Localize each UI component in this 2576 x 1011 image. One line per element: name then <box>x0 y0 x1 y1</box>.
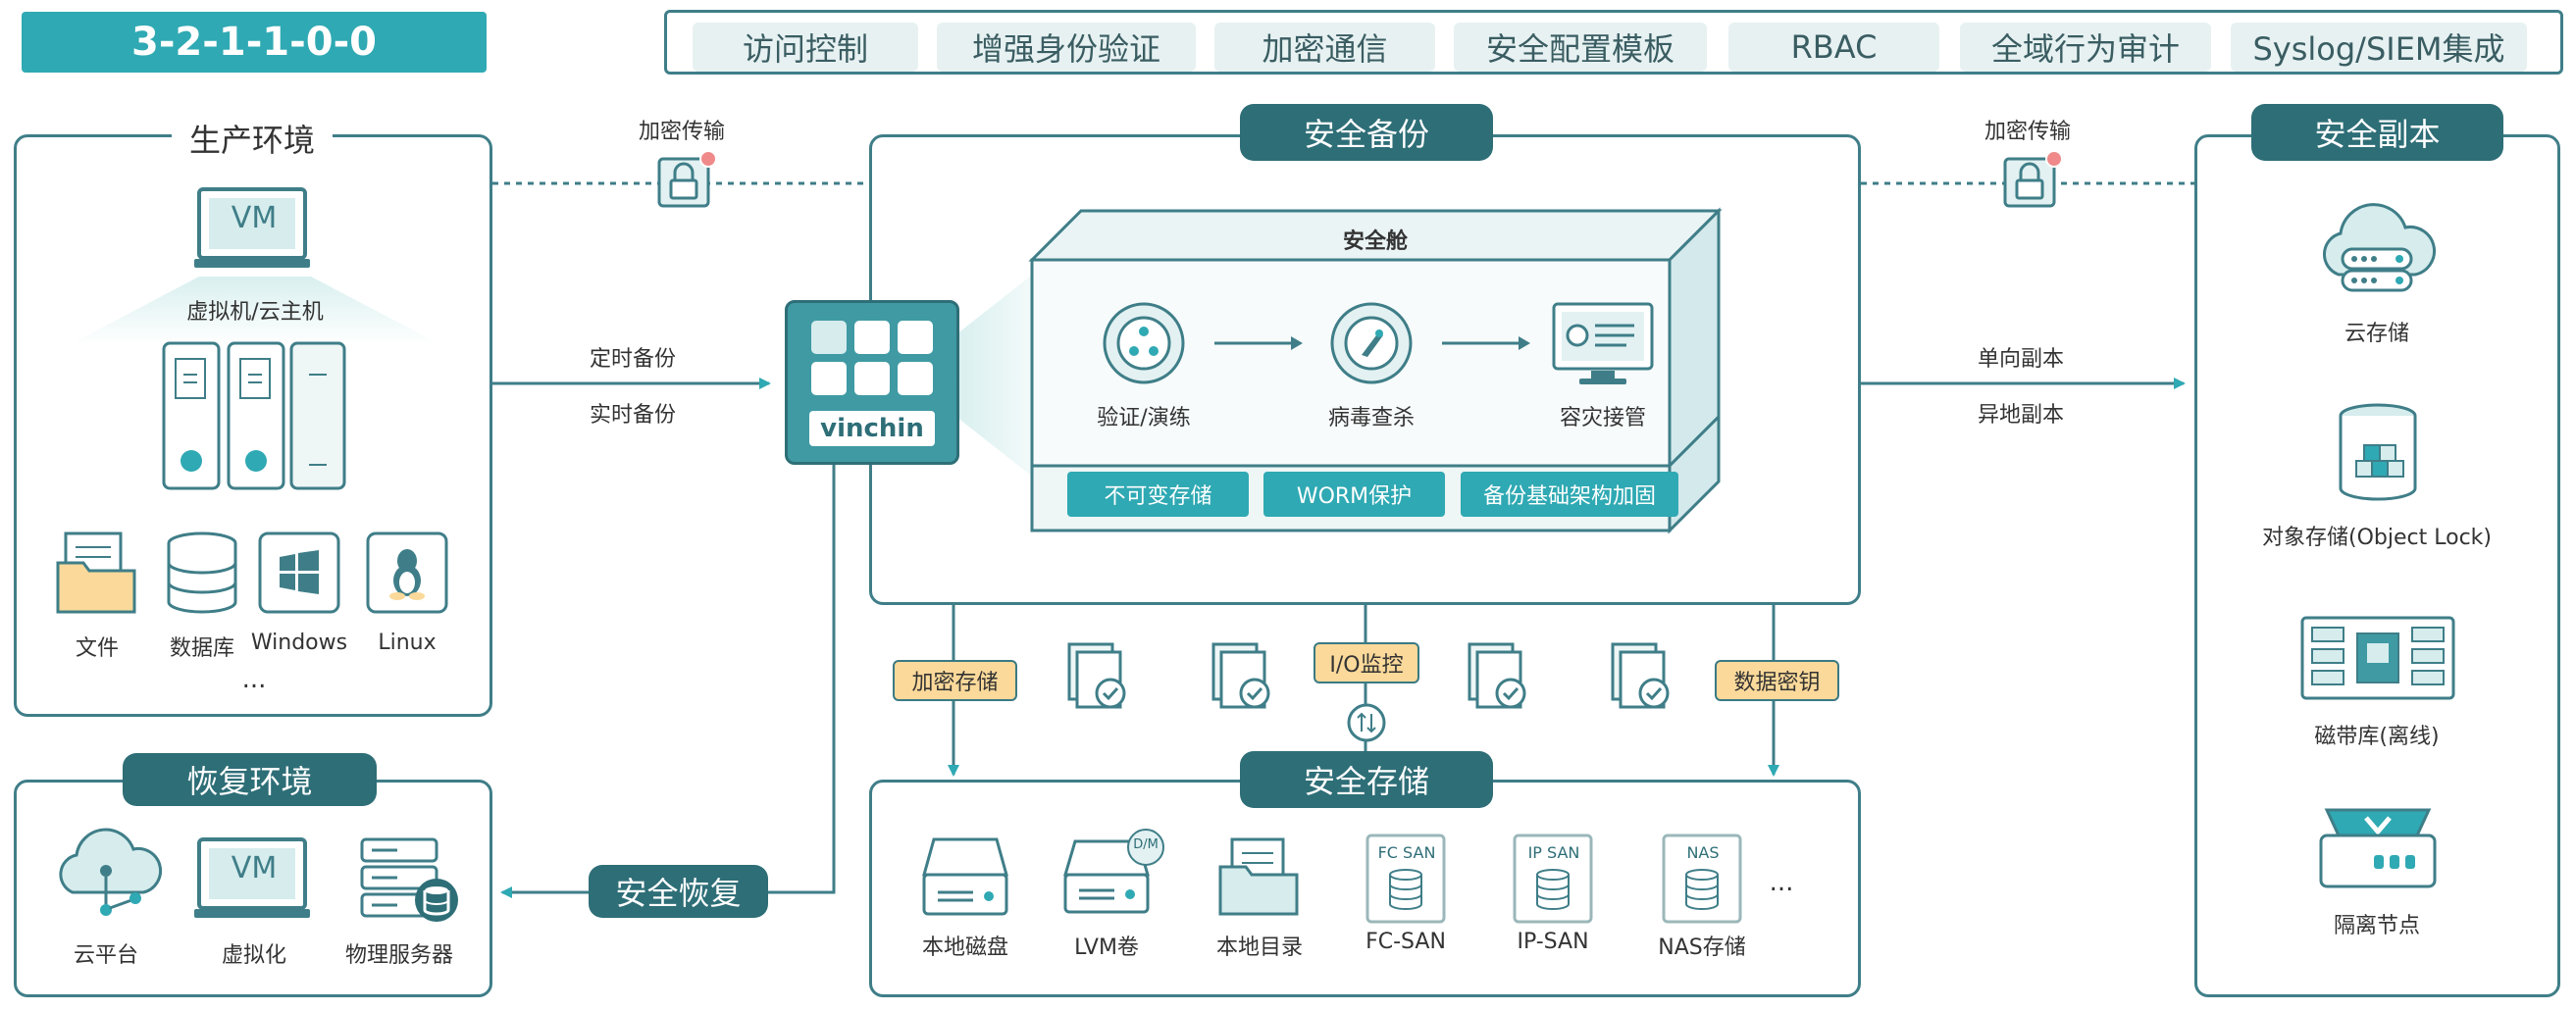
storage-item-ip-san: IP-SAN <box>1517 930 1589 954</box>
local-directory-icon <box>1218 837 1299 916</box>
tape-library-icon <box>2300 616 2455 700</box>
io-cycle-icon <box>1347 703 1386 742</box>
copy-item-isolated-node: 隔离节点 <box>2333 914 2421 938</box>
recovery-title: 恢复环境 <box>123 753 377 806</box>
tile-icon <box>811 321 847 354</box>
object-storage-icon <box>2339 403 2417 501</box>
immutable-storage-button[interactable]: 不可变存储 <box>1067 472 1249 517</box>
storage-more: ... <box>1769 868 1794 897</box>
verified-doc-icon <box>1067 642 1126 709</box>
verified-doc-icon <box>1468 642 1526 709</box>
feature-encrypted-comm[interactable]: 加密通信 <box>1214 23 1435 72</box>
vm-label: 虚拟机/云主机 <box>186 300 324 325</box>
one-way-copy-label: 单向副本 <box>1977 347 2065 372</box>
vinchin-brand: vinchin <box>809 411 935 446</box>
storage-item-nas: NAS存储 <box>1658 935 1746 960</box>
fc-san-icon <box>1365 834 1446 924</box>
encrypted-transfer-right-label: 加密传输 <box>1984 120 2072 144</box>
storage-item-lvm: LVM卷 <box>1074 935 1139 960</box>
virus-scan-icon <box>1330 302 1413 384</box>
cloud-storage-icon <box>2322 203 2436 292</box>
recovery-item-cloud: 云平台 <box>73 943 139 968</box>
tile-icon <box>854 321 890 354</box>
encrypted-storage-tag[interactable]: 加密存储 <box>893 660 1017 701</box>
feature-access-control[interactable]: 访问控制 <box>693 23 918 72</box>
lvm-badge: D/M <box>1133 837 1159 852</box>
secure-restore-button[interactable]: 安全恢复 <box>589 865 768 918</box>
verified-doc-icon <box>1211 642 1270 709</box>
vm-text: VM <box>231 201 278 235</box>
dr-takeover-icon <box>1552 302 1654 384</box>
feature-behavior-audit[interactable]: 全域行为审计 <box>1960 23 2211 72</box>
feature-rbac[interactable]: RBAC <box>1728 23 1939 72</box>
secure-storage-title: 安全存储 <box>1240 751 1493 808</box>
storage-item-local-disk: 本地磁盘 <box>921 935 1009 960</box>
tile-icon <box>898 362 933 395</box>
copy-item-cloud: 云存储 <box>2344 322 2410 346</box>
data-key-tag[interactable]: 数据密钥 <box>1715 660 1839 701</box>
production-item-linux: Linux <box>378 631 437 655</box>
storage-item-fc-san: FC-SAN <box>1365 930 1446 954</box>
verify-drill-icon <box>1103 302 1185 384</box>
file-folder-icon <box>56 531 136 614</box>
feature-enhanced-auth[interactable]: 增强身份验证 <box>937 23 1196 72</box>
lvm-volume-icon <box>1062 829 1164 914</box>
cloud-platform-icon <box>59 828 163 916</box>
lock-icon-left[interactable] <box>657 149 722 210</box>
virtualization-monitor-icon <box>194 837 310 918</box>
realtime-backup-label: 实时备份 <box>589 403 677 428</box>
production-item-windows: Windows <box>250 631 348 655</box>
production-item-database: 数据库 <box>169 636 235 661</box>
step-dr-takeover: 容灾接管 <box>1559 406 1647 430</box>
scheduled-backup-label: 定时备份 <box>589 347 677 372</box>
linux-icon <box>366 531 448 614</box>
feature-bar: 访问控制 增强身份验证 加密通信 安全配置模板 RBAC 全域行为审计 Sysl… <box>664 10 2563 75</box>
physical-server-icon <box>360 837 458 922</box>
nas-text: NAS <box>1686 843 1720 862</box>
worm-protection-button[interactable]: WORM保护 <box>1263 472 1445 517</box>
fc-san-text: FC SAN <box>1377 843 1436 862</box>
step-verify-drill: 验证/演练 <box>1097 406 1191 430</box>
arrow-icon <box>1214 336 1303 350</box>
io-monitor-tag[interactable]: I/O监控 <box>1314 642 1419 683</box>
isolated-node-icon <box>2319 808 2437 888</box>
production-item-file: 文件 <box>75 636 120 661</box>
storage-item-local-dir: 本地目录 <box>1215 935 1304 960</box>
nas-icon <box>1662 834 1742 924</box>
recovery-item-physical: 物理服务器 <box>344 943 454 968</box>
vinchin-appliance[interactable]: vinchin <box>785 300 959 465</box>
tile-icon <box>854 362 890 395</box>
database-icon <box>167 531 237 614</box>
secure-backup-title: 安全备份 <box>1240 104 1493 161</box>
ip-san-icon <box>1513 834 1593 924</box>
secure-copy-title: 安全副本 <box>2251 104 2503 161</box>
ip-san-text: IP SAN <box>1527 843 1580 862</box>
server-rack-icon <box>162 341 346 490</box>
tile-icon <box>811 362 847 395</box>
copy-item-tape: 磁带库(离线) <box>2314 725 2440 749</box>
encrypted-transfer-left-label: 加密传输 <box>638 120 726 144</box>
production-more: ... <box>241 665 267 694</box>
verified-doc-icon <box>1611 642 1670 709</box>
feature-syslog-siem[interactable]: Syslog/SIEM集成 <box>2231 23 2527 72</box>
recovery-vm-text: VM <box>231 851 278 885</box>
arrow-icon <box>1442 336 1530 350</box>
offsite-copy-label: 异地副本 <box>1977 403 2065 428</box>
step-virus-scan: 病毒查杀 <box>1327 406 1416 430</box>
recovery-item-virtualization: 虚拟化 <box>221 943 287 968</box>
vault-title: 安全舱 <box>1342 229 1409 254</box>
feature-security-template[interactable]: 安全配置模板 <box>1454 23 1707 72</box>
infrastructure-hardening-button[interactable]: 备份基础架构加固 <box>1461 472 1678 517</box>
local-disk-icon <box>922 837 1008 916</box>
copy-item-object-storage: 对象存储(Object Lock) <box>2262 526 2492 550</box>
production-title: 生产环境 <box>172 116 334 161</box>
lock-icon-right[interactable] <box>2003 149 2068 210</box>
tile-icon <box>898 321 933 354</box>
vm-monitor-icon <box>194 187 310 268</box>
windows-icon <box>258 531 340 614</box>
strategy-title: 3-2-1-1-0-0 <box>22 12 487 73</box>
